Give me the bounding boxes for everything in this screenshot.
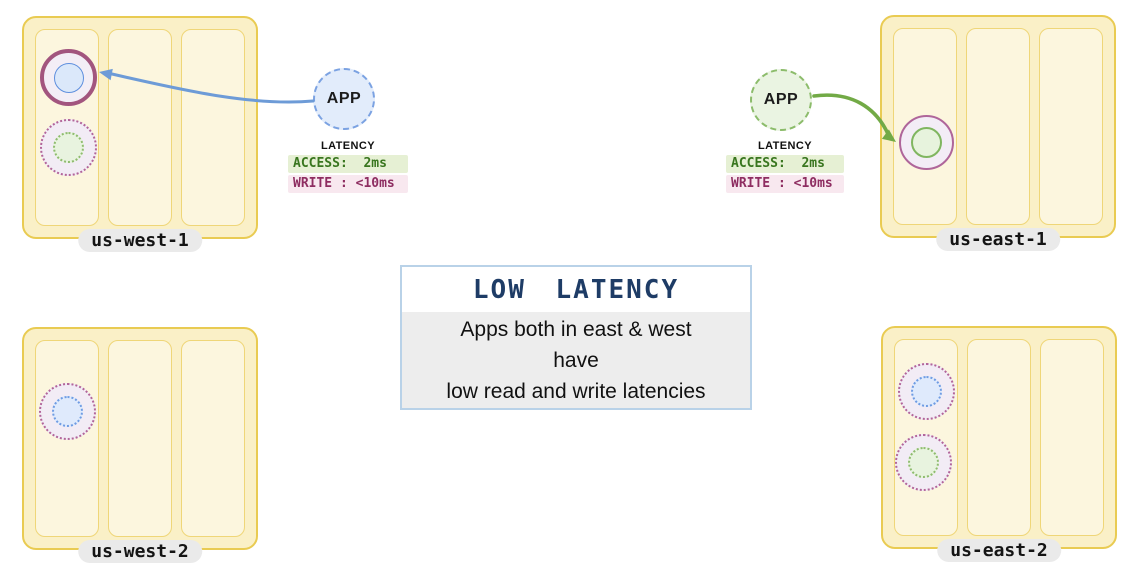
availability-zone [1040,339,1104,536]
latency-write-badge: WRITE : <10ms [288,175,408,193]
latency-title: LATENCY [321,140,375,152]
region-label-us-east-1: us-east-1 [936,228,1060,251]
availability-zone [108,340,172,537]
db-core-green [911,127,942,158]
db-core-green [908,447,939,478]
info-box-low-latency: LOW LATENCY Apps both in east & west hav… [400,265,752,410]
availability-zone [181,29,245,226]
db-core-blue [911,376,942,407]
latency-title: LATENCY [758,140,812,152]
region-label-us-west-1: us-west-1 [78,229,202,252]
latency-block-west: LATENCY ACCESS: 2ms WRITE : <10ms [288,140,408,193]
replica-db-node-us-east-2-green [895,434,952,491]
availability-zone [967,339,1031,536]
app-label: APP [763,91,799,108]
latency-block-east: LATENCY ACCESS: 2ms WRITE : <10ms [726,140,844,193]
info-box-title: LOW LATENCY [472,274,680,305]
info-box-line: Apps both in east & west [460,317,692,341]
availability-zone [108,29,172,226]
availability-zone [966,28,1030,225]
replica-db-node-us-west-1 [40,119,97,176]
replica-db-node-us-east-2-blue [898,363,955,420]
primary-db-node-us-east-1 [899,115,954,170]
availability-zone [181,340,245,537]
app-node-east: APP [750,69,812,131]
region-label-us-west-2: us-west-2 [78,540,202,563]
app-label: APP [326,90,362,107]
region-us-west-2: us-west-2 [22,327,258,563]
region-us-east-2: us-east-2 [881,326,1117,562]
info-box-body: Apps both in east & west have low read a… [402,312,750,408]
info-box-header: LOW LATENCY [402,267,750,312]
latency-access-badge: ACCESS: 2ms [288,155,408,173]
info-box-line: have [553,348,599,372]
replica-db-node-us-west-2 [39,383,96,440]
db-core-green [53,132,84,163]
region-us-west-1: us-west-1 [22,16,258,252]
db-core-blue [52,396,83,427]
primary-db-node-us-west-1 [40,49,97,106]
info-box-line: low read and write latencies [446,379,706,403]
region-label-us-east-2: us-east-2 [937,539,1061,562]
app-node-west: APP [313,68,375,130]
region-us-east-1: us-east-1 [880,15,1116,251]
db-core-blue [53,62,84,93]
latency-write-badge: WRITE : <10ms [726,175,844,193]
availability-zone [1039,28,1103,225]
latency-access-badge: ACCESS: 2ms [726,155,844,173]
